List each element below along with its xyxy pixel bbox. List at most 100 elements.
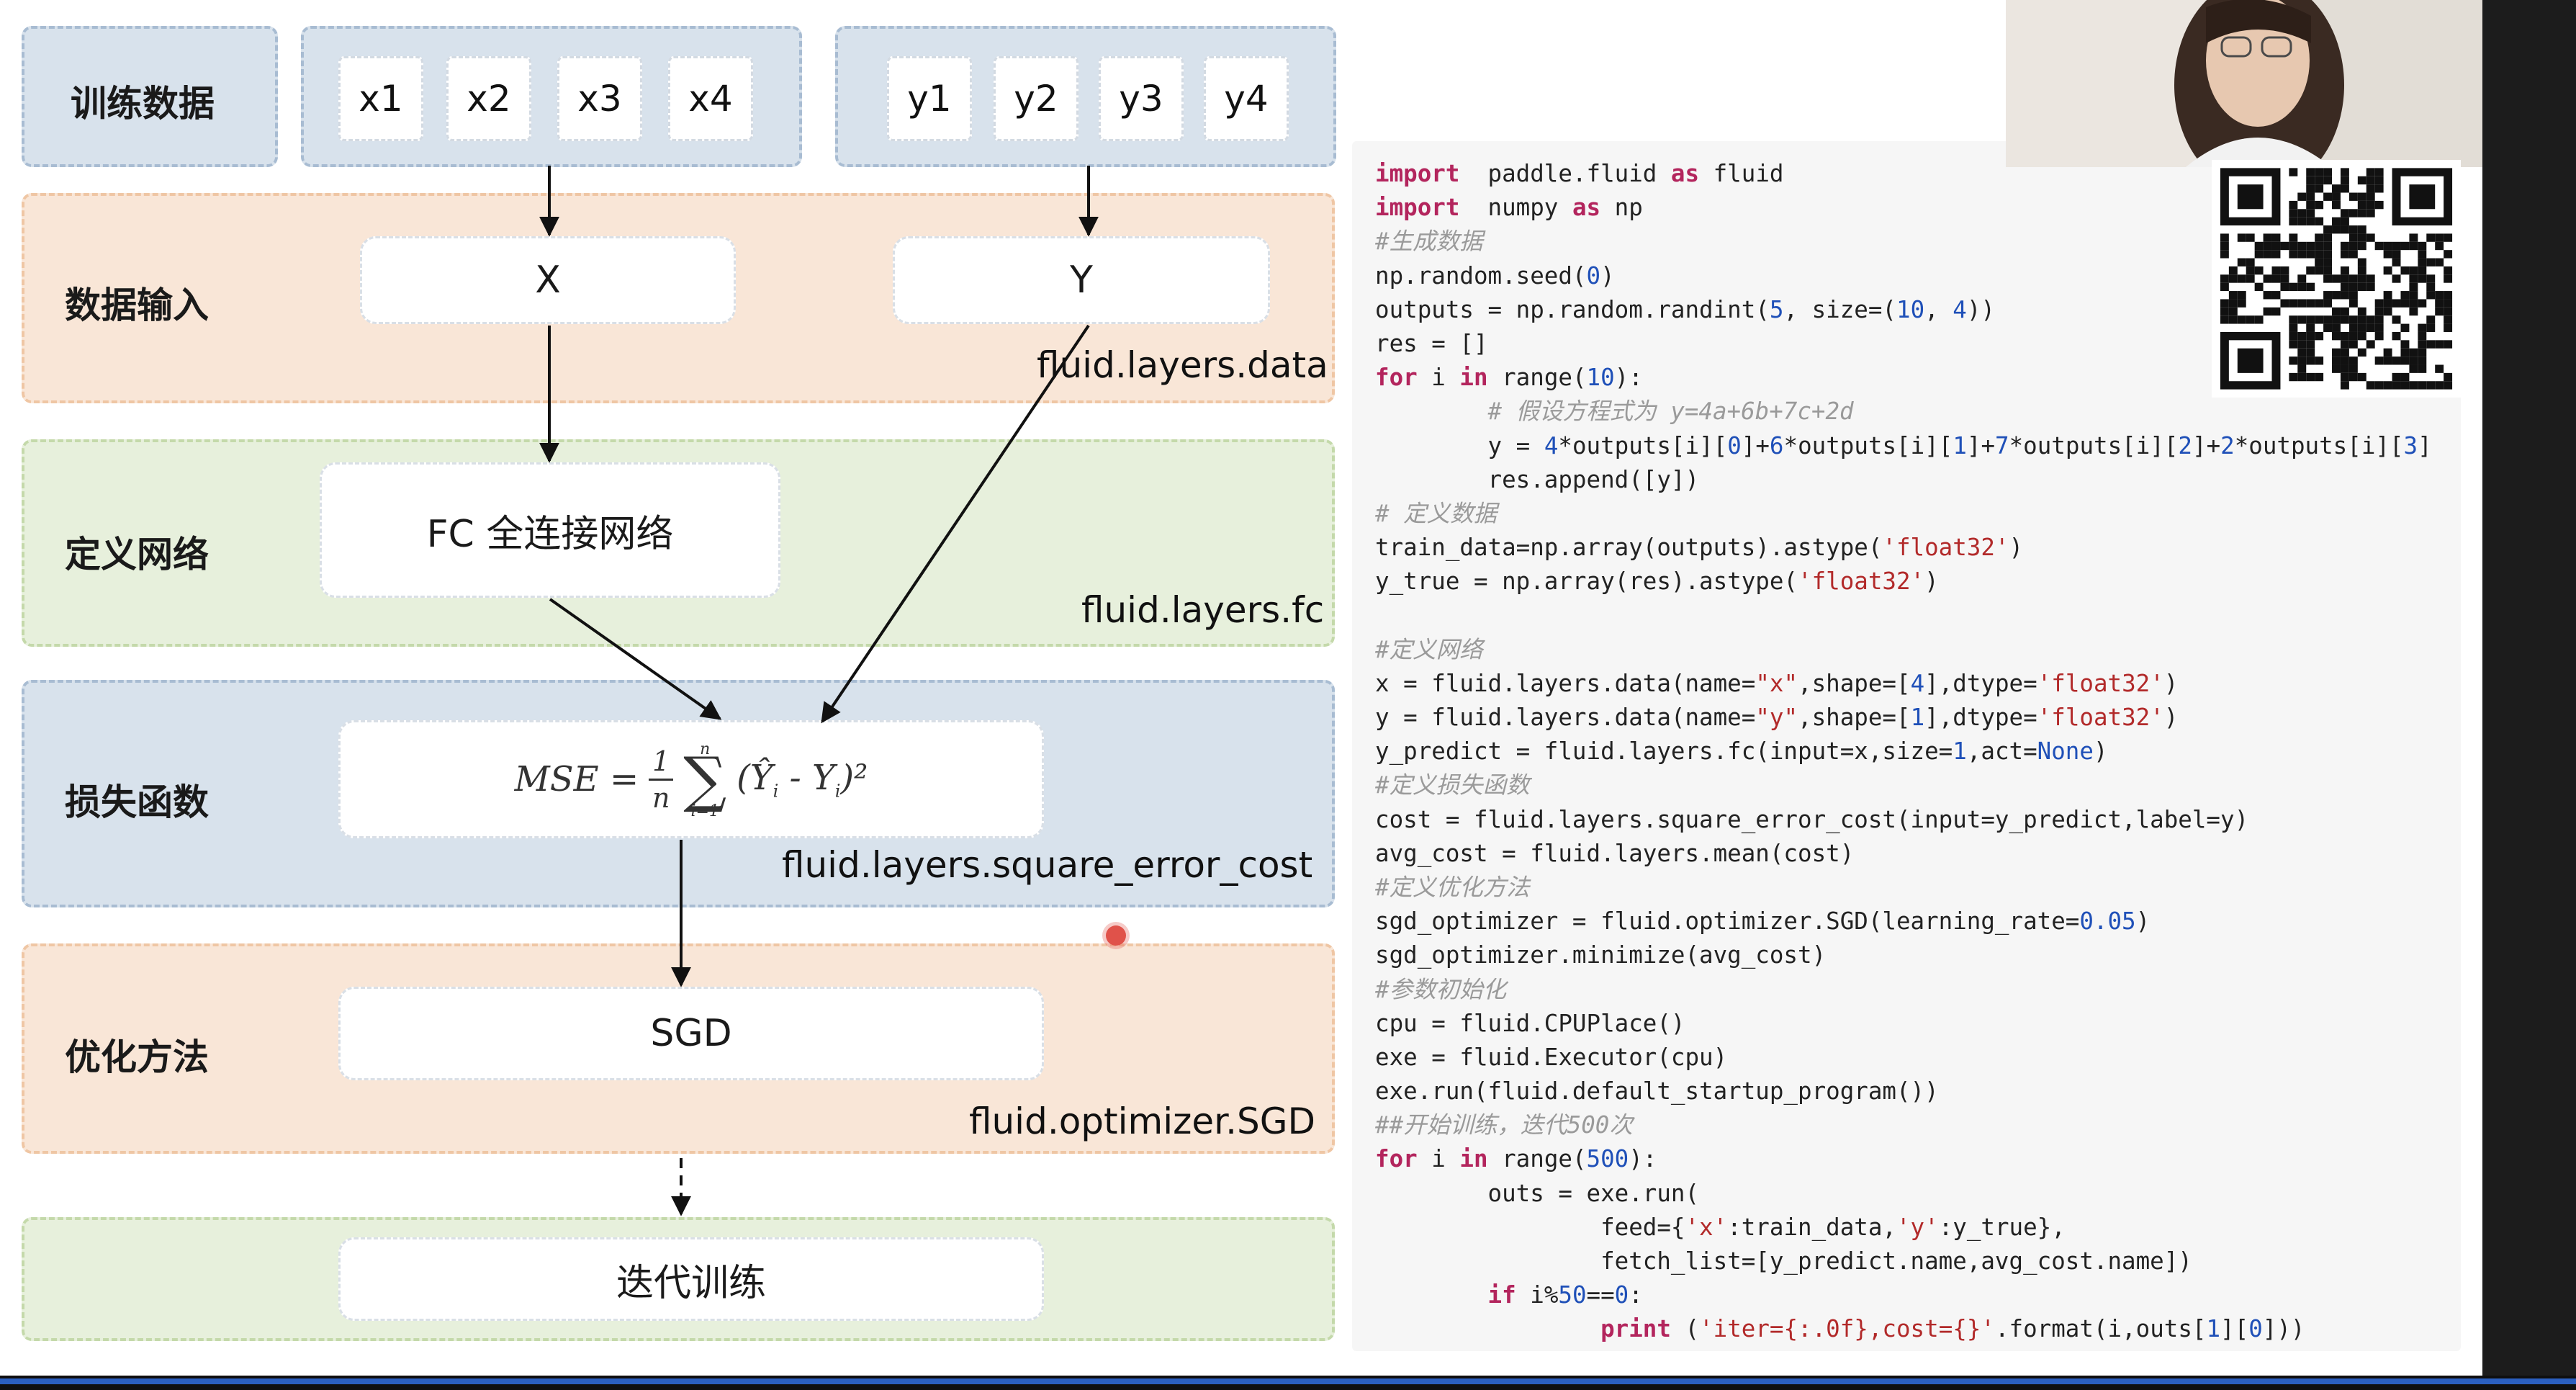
code-token: in	[1459, 1145, 1488, 1173]
code-token: , size=(	[1783, 295, 1896, 323]
mse-lhs: MSE =	[514, 759, 639, 799]
code-token: 'float32'	[1882, 534, 2009, 562]
code-token: # 定义数据	[1375, 499, 1498, 527]
code-line: cost = fluid.layers.square_error_cost(in…	[1375, 803, 2432, 837]
code-token: 4	[1544, 431, 1559, 459]
code-token: )	[2093, 737, 2108, 766]
code-token: 1	[2206, 1315, 2221, 1343]
code-token: #定义损失函数	[1375, 771, 1530, 799]
code-token: 500	[1586, 1145, 1629, 1173]
code-line: #参数初始化	[1375, 973, 2432, 1007]
code-token: 'float32'	[1798, 568, 1925, 596]
code-line: #定义损失函数	[1375, 768, 2432, 802]
x2-box: x2	[446, 56, 531, 141]
code-token: train_data=np.array(outputs).astype(	[1375, 534, 1883, 562]
code-line: sgd_optimizer.minimize(avg_cost)	[1375, 938, 2432, 972]
code-token: cost = fluid.layers.square_error_cost(in…	[1375, 805, 2249, 833]
code-token: ],dtype=	[1924, 704, 2037, 731]
code-line: #生成数据	[1375, 225, 2432, 259]
code-token: ]	[2418, 431, 2432, 459]
code-token: )	[2163, 704, 2179, 731]
node-y: Y	[893, 236, 1270, 324]
node-mse: MSE = 1 n ∑ n i=1 (Ŷi - Yi)²	[338, 720, 1044, 838]
api-fluid-optimizer-sgd: fluid.optimizer.SGD	[969, 1100, 1315, 1142]
y3-box: y3	[1099, 56, 1184, 141]
loss-function-label: 损失函数	[65, 781, 209, 823]
code-token: y = fluid.layers.data(name=	[1375, 704, 1756, 731]
code-token: )	[2163, 669, 2179, 697]
code-token: 0.05	[2079, 907, 2136, 936]
training-data-label-box	[22, 26, 278, 167]
mse-fraction: 1 n	[649, 745, 674, 812]
mse-frac-num: 1	[652, 745, 670, 777]
code-line: import paddle.fluid as fluid	[1375, 157, 2432, 191]
video-player-side-strip	[2482, 0, 2576, 1390]
code-line: y_predict = fluid.layers.fc(input=x,size…	[1375, 735, 2432, 768]
code-line: y_true = np.array(res).astype('float32')	[1375, 565, 2432, 598]
code-line: avg_cost = fluid.layers.mean(cost)	[1375, 837, 2432, 871]
code-token: avg_cost = fluid.layers.mean(cost)	[1375, 839, 1855, 867]
api-fluid-layers-data: fluid.layers.data	[1037, 344, 1328, 386]
code-token: ],dtype=	[1924, 669, 2037, 697]
code-token: 0	[2248, 1315, 2263, 1343]
code-token: 'iter={:.0f},cost={}'	[1699, 1315, 1995, 1343]
code-line: x = fluid.layers.data(name="x",shape=[4]…	[1375, 667, 2432, 701]
code-line: for i in range(500):	[1375, 1142, 2432, 1176]
mse-term-tail: )²	[840, 757, 868, 798]
code-token: None	[2037, 737, 2094, 766]
code-line: train_data=np.array(outputs).astype('flo…	[1375, 531, 2432, 565]
code-token: in	[1459, 364, 1488, 392]
code-token: outputs = np.random.randint(	[1375, 295, 1770, 323]
cursor-dot-icon	[1106, 925, 1126, 946]
flow-arrows	[539, 166, 1099, 1216]
code-token: )	[2009, 534, 2024, 562]
code-token: )	[1924, 568, 1939, 596]
code-line: ##开始训练，迭代500次	[1375, 1108, 2432, 1142]
code-token: 'float32'	[2037, 704, 2164, 731]
code-token: 6	[1769, 431, 1784, 459]
code-token: range(	[1487, 364, 1587, 392]
code-token: 10	[1896, 295, 1925, 323]
code-token: *outputs[i][	[1558, 431, 1728, 459]
code-token: import	[1375, 194, 1460, 222]
code-token: import	[1375, 160, 1460, 187]
code-token: y_true = np.array(res).astype(	[1375, 568, 1798, 596]
api-square-error-cost: fluid.layers.square_error_cost	[782, 844, 1313, 886]
code-token: paddle.fluid	[1459, 160, 1671, 187]
node-iterate: 迭代训练	[338, 1237, 1044, 1321]
code-token: #生成数据	[1375, 228, 1483, 256]
code-token: fluid	[1699, 160, 1784, 187]
code-token: ,shape=[	[1798, 704, 1911, 731]
code-token: if	[1487, 1281, 1516, 1309]
code-token: 5	[1769, 295, 1784, 323]
y4-box: y4	[1204, 56, 1289, 141]
code-line: res.append([y])	[1375, 463, 2432, 497]
y2-box: y2	[994, 56, 1078, 141]
code-line: sgd_optimizer = fluid.optimizer.SGD(lear…	[1375, 905, 2432, 938]
code-token: ]+	[1966, 431, 1996, 459]
code-token: i%	[1516, 1281, 1559, 1309]
code-token: ##开始训练，迭代500次	[1375, 1111, 1633, 1139]
code-token: ))	[1966, 295, 1995, 323]
node-sgd: SGD	[338, 987, 1044, 1080]
code-line: outs = exe.run(	[1375, 1177, 2432, 1211]
code-token: ==	[1586, 1281, 1615, 1309]
code-token: 4	[1910, 669, 1925, 697]
code-token: #定义网络	[1375, 635, 1483, 663]
code-token: 4	[1953, 295, 1967, 323]
video-progress-bar[interactable]	[0, 1378, 2576, 1384]
code-line: #定义网络	[1375, 633, 2432, 667]
code-token: cpu = fluid.CPUPlace()	[1375, 1009, 1685, 1037]
x3-box: x3	[557, 56, 642, 141]
code-token: as	[1572, 194, 1601, 222]
y1-box: y1	[887, 56, 972, 141]
qr-code-icon	[2212, 160, 2461, 398]
code-token: 0	[1614, 1281, 1629, 1309]
code-line: if i%50==0:	[1375, 1278, 2432, 1312]
code-token: y =	[1375, 431, 1544, 459]
code-token: .format(i,outs[	[1994, 1315, 2207, 1343]
code-token: ]+	[2192, 431, 2221, 459]
code-token: #定义优化方法	[1375, 873, 1530, 901]
training-data-label: 训练数据	[71, 83, 215, 125]
